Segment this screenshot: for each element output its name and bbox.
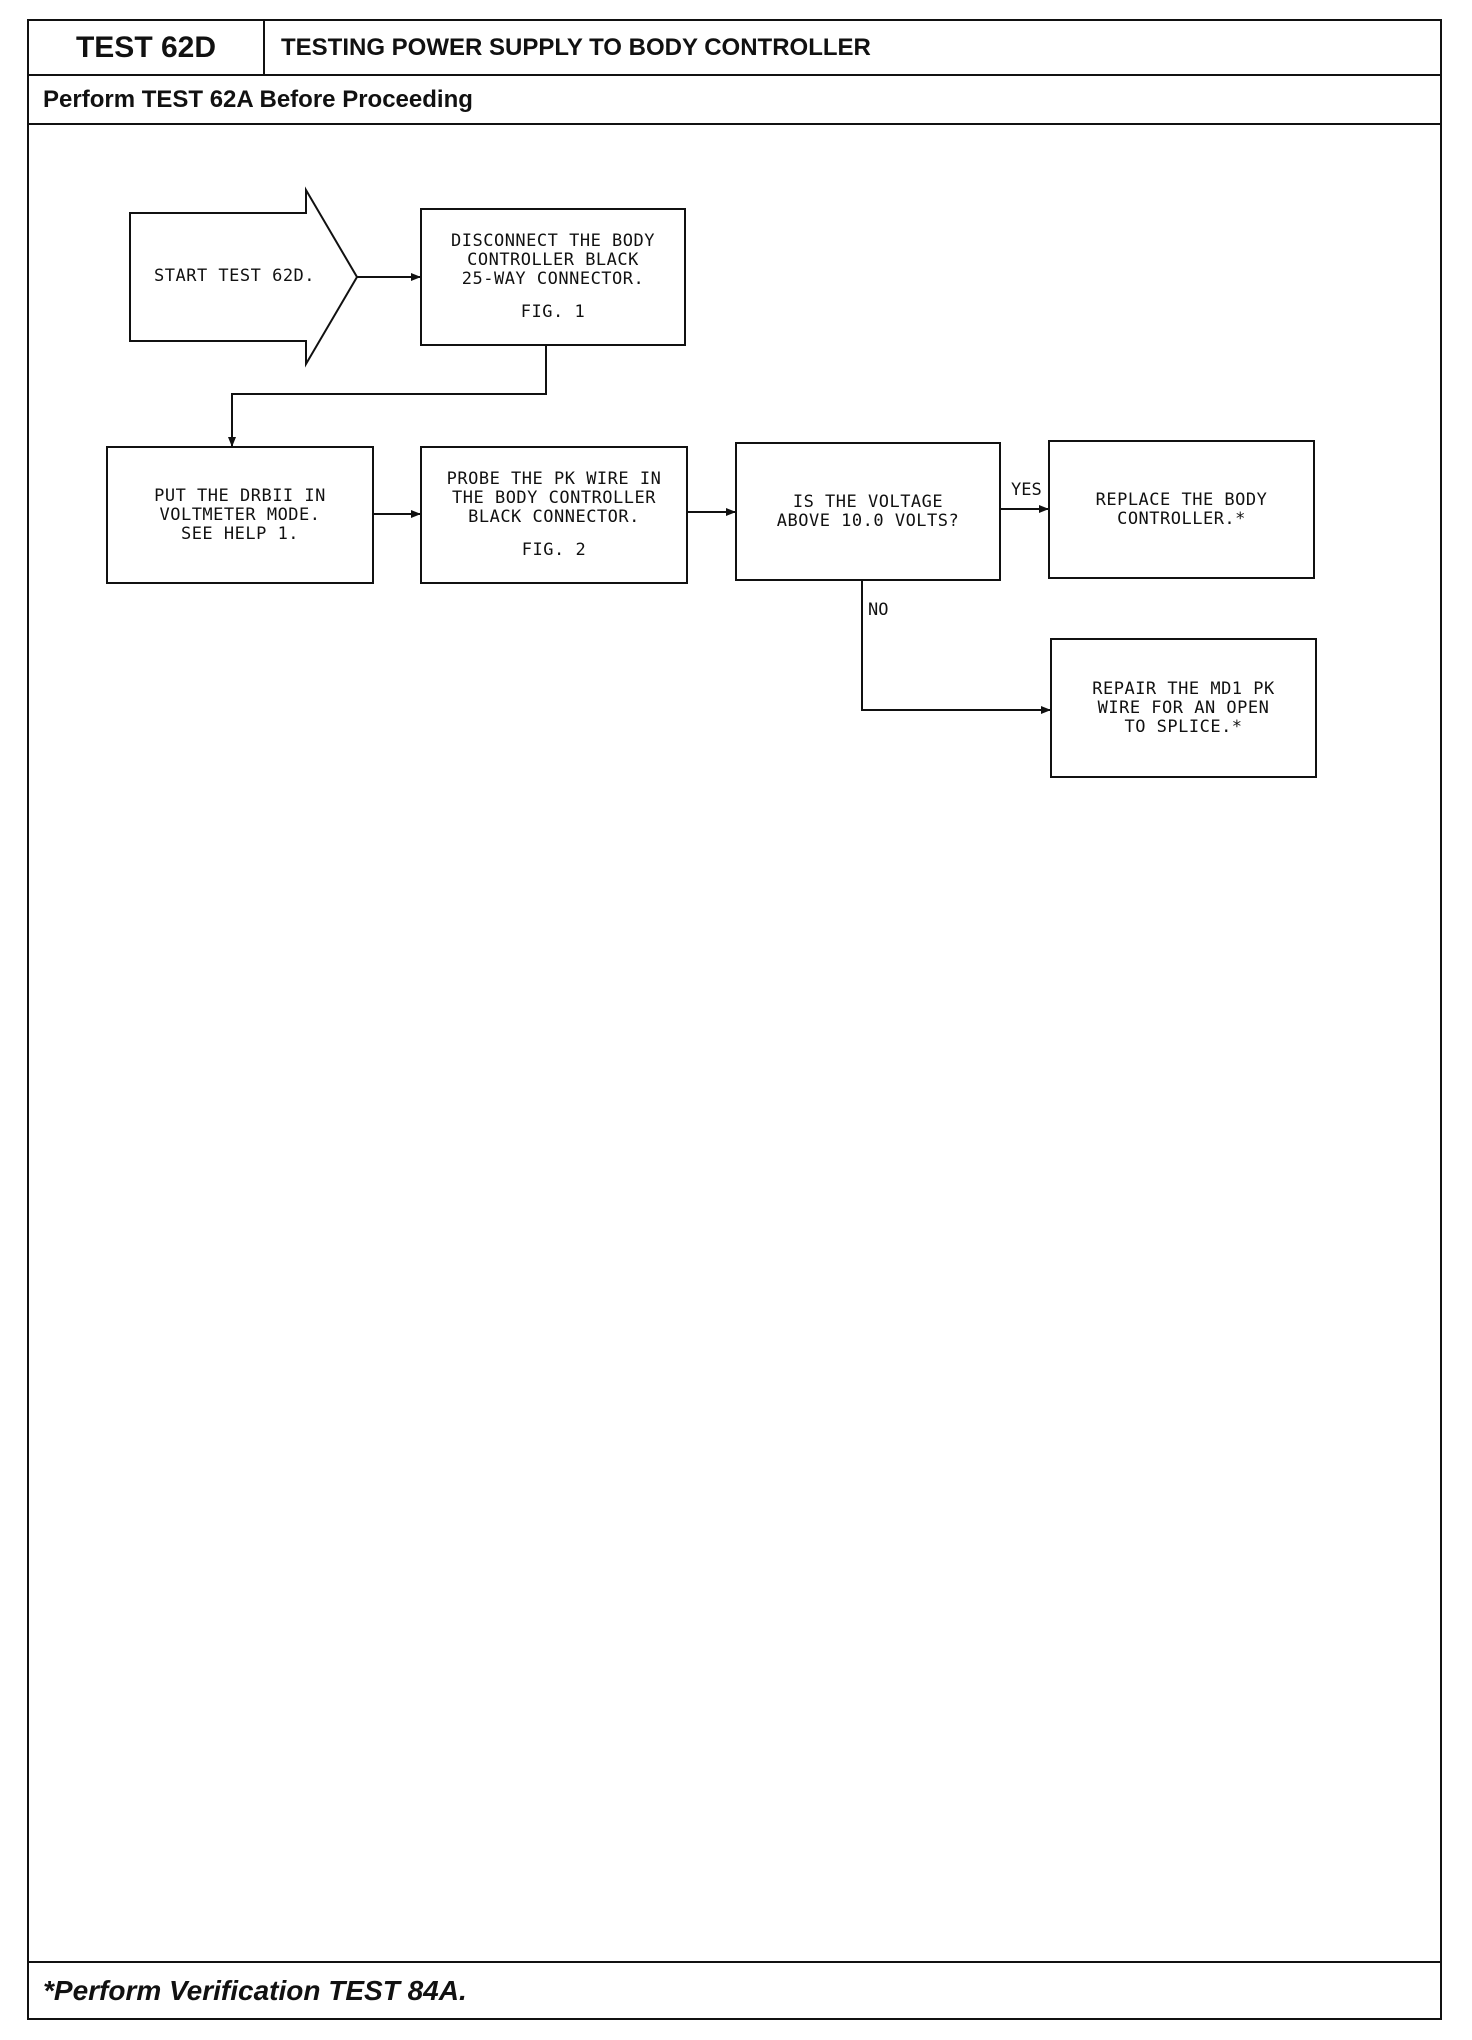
connector-step1-to-step2 (228, 346, 547, 447)
decision-line-2: ABOVE 10.0 VOLTS? (776, 510, 960, 531)
decision-line-1: IS THE VOLTAGE (792, 491, 944, 512)
step1-line-1: DISCONNECT THE BODY (451, 231, 655, 251)
step-disconnect-connector: DISCONNECT THE BODY CONTROLLER BLACK 25-… (420, 208, 686, 346)
verification-note: *Perform Verification TEST 84A. (29, 1961, 1440, 2018)
step1-fig: FIG. 1 (520, 302, 586, 322)
step1-line-3: 25-WAY CONNECTOR. (461, 269, 645, 289)
test-id: TEST 62D (29, 21, 265, 76)
test-title: TESTING POWER SUPPLY TO BODY CONTROLLER (265, 21, 1440, 76)
no-label: NO (868, 600, 889, 620)
step-probe-pk-wire: PROBE THE PK WIRE IN THE BODY CONTROLLER… (420, 446, 688, 584)
step2-line-1: PUT THE DRBII IN (154, 485, 326, 506)
yes-result-line-2: CONTROLLER.* (1117, 508, 1246, 529)
no-result-line-1: REPAIR THE MD1 PK (1092, 678, 1275, 699)
step2-line-2: VOLTMETER MODE. (159, 504, 321, 525)
step3-fig: FIG. 2 (521, 540, 587, 560)
no-result-line-3: TO SPLICE.* (1124, 716, 1243, 737)
yes-label: YES (1011, 480, 1042, 500)
start-label: START TEST 62D. (154, 266, 316, 286)
step3-line-3: BLACK CONNECTOR. (468, 507, 640, 527)
step2-line-3: SEE HELP 1. (180, 523, 300, 544)
step3-line-2: THE BODY CONTROLLER (452, 488, 656, 508)
decision-voltage-check: IS THE VOLTAGE ABOVE 10.0 VOLTS? (735, 442, 1001, 581)
step1-line-2: CONTROLLER BLACK (467, 250, 639, 270)
yes-result-line-1: REPLACE THE BODY (1095, 489, 1268, 510)
page-frame: TEST 62D TESTING POWER SUPPLY TO BODY CO… (27, 19, 1442, 2020)
result-replace-controller: REPLACE THE BODY CONTROLLER.* (1048, 440, 1315, 579)
start-arrow-shape (129, 186, 359, 368)
connector-no (861, 581, 1051, 714)
prerequisite-note: Perform TEST 62A Before Proceeding (29, 76, 1440, 125)
step3-line-1: PROBE THE PK WIRE IN (446, 469, 662, 489)
result-repair-pk-wire: REPAIR THE MD1 PK WIRE FOR AN OPEN TO SP… (1050, 638, 1317, 778)
step-voltmeter-mode: PUT THE DRBII IN VOLTMETER MODE. SEE HEL… (106, 446, 374, 584)
no-result-line-2: WIRE FOR AN OPEN (1097, 697, 1270, 718)
